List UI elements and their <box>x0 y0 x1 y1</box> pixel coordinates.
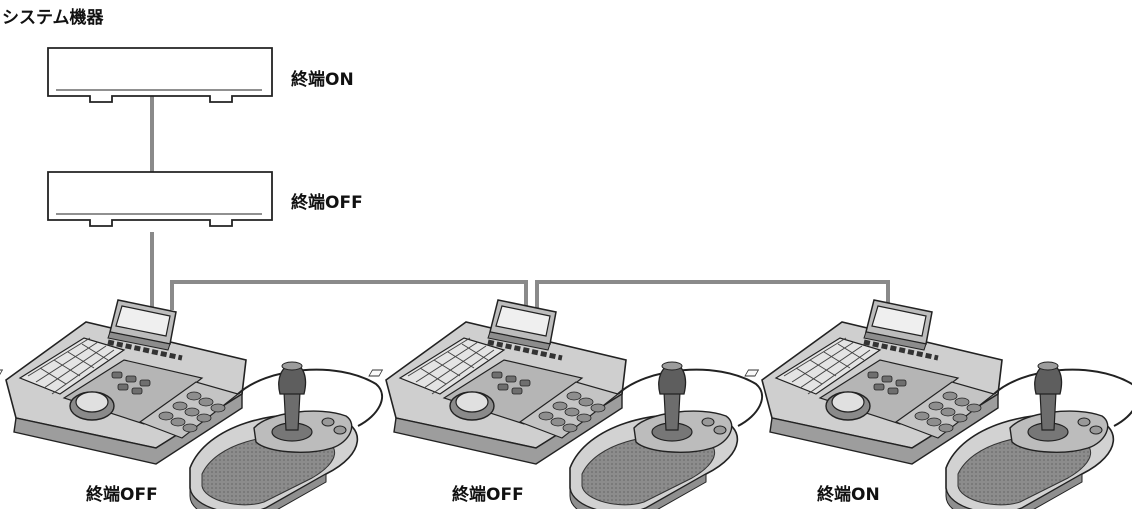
cable-controller2-controller3 <box>537 282 888 310</box>
controller-unit-1 <box>0 300 382 509</box>
controller-unit-2 <box>369 300 762 509</box>
system-device-2 <box>48 172 272 226</box>
controller-unit-3 <box>745 300 1132 509</box>
cable-controller1-controller2 <box>172 282 526 310</box>
system-device-1 <box>48 48 272 102</box>
